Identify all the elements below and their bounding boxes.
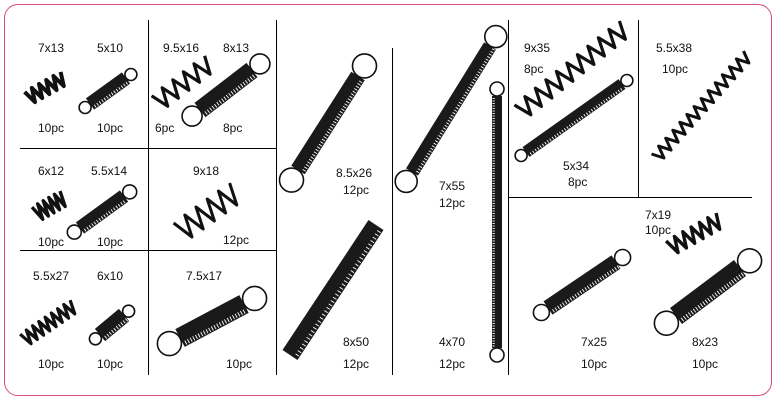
size-label: 6x10 [97, 269, 124, 283]
qty-label: 10pc [581, 357, 608, 371]
spring-6x12 [30, 190, 67, 221]
spring-9.5x16 [150, 55, 212, 108]
spring-8.5x26 [278, 53, 378, 193]
divider [148, 20, 149, 375]
spring-7x25 [532, 248, 632, 322]
qty-label: 12pc [439, 196, 466, 210]
size-label: 8x13 [223, 41, 250, 55]
divider [638, 20, 639, 198]
spring-5.5x27 [19, 299, 77, 346]
spring-7x13 [23, 71, 66, 105]
spring-7x55 [394, 24, 508, 194]
qty-label: 10pc [38, 357, 65, 371]
spring-7.5x17 [156, 285, 268, 357]
spring-7x19 [664, 212, 722, 255]
size-label: 7x19 [645, 208, 672, 222]
assortment-frame [4, 4, 772, 396]
spring-5x10 [78, 67, 138, 115]
size-label: 7x25 [581, 335, 608, 349]
size-label: 7.5x17 [186, 269, 223, 283]
size-label: 8x50 [343, 335, 370, 349]
size-label: 8x23 [692, 335, 719, 349]
size-label: 4x70 [439, 335, 466, 349]
qty-label: 12pc [439, 357, 466, 371]
size-label: 5.5x27 [33, 269, 70, 283]
size-label: 7x13 [38, 41, 65, 55]
size-label: 5x10 [97, 41, 124, 55]
qty-label: 10pc [645, 223, 672, 237]
divider [392, 48, 393, 375]
qty-label: 10pc [97, 235, 124, 249]
qty-label: 10pc [692, 357, 719, 371]
spring-5x34 [514, 73, 634, 163]
qty-label: 6pc [155, 121, 175, 135]
qty-label: 12pc [343, 357, 370, 371]
size-label: 9x18 [193, 164, 220, 178]
divider [20, 250, 276, 251]
spring-4x70 [489, 81, 505, 363]
spring-6x10 [88, 304, 136, 346]
qty-label: 10pc [38, 235, 65, 249]
size-label: 9x35 [524, 41, 551, 55]
qty-label: 12pc [343, 183, 370, 197]
qty-label: 10pc [226, 357, 253, 371]
spring-5.5x14 [66, 184, 138, 240]
qty-label: 10pc [662, 62, 689, 76]
spring-8x50 [282, 220, 384, 360]
spring-9x18 [172, 182, 239, 239]
qty-label: 8pc [568, 175, 588, 189]
divider [20, 148, 276, 149]
spring-9x35 [513, 20, 627, 117]
qty-label: 10pc [97, 121, 124, 135]
qty-label: 10pc [38, 121, 65, 135]
spring-8x13 [181, 53, 271, 127]
size-label: 9.5x16 [163, 41, 200, 55]
size-label: 5.5x38 [656, 41, 693, 55]
divider [276, 20, 277, 375]
spring-8x23 [653, 247, 763, 337]
spring-5.5x38 [651, 50, 751, 160]
size-label: 8.5x26 [336, 166, 373, 180]
divider [508, 197, 752, 198]
size-label: 5x34 [563, 159, 590, 173]
size-label: 5.5x14 [91, 164, 128, 178]
size-label: 6x12 [38, 164, 65, 178]
size-label: 7x55 [439, 179, 466, 193]
qty-label: 8pc [223, 121, 243, 135]
qty-label: 12pc [223, 233, 250, 247]
qty-label: 8pc [524, 62, 544, 76]
qty-label: 10pc [97, 357, 124, 371]
